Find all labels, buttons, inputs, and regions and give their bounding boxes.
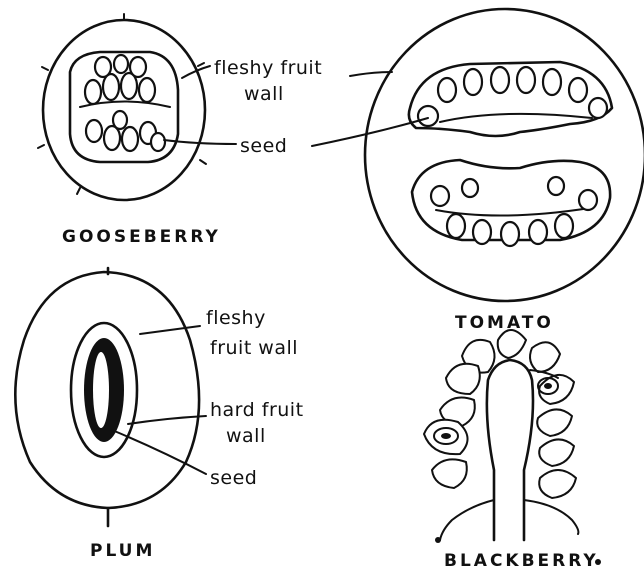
tomato-drawing	[312, 9, 644, 301]
plum-fleshy-label-2: fruit wall	[210, 337, 298, 359]
plum-caption: PLUM	[90, 541, 155, 561]
gooseberry-seed-label: seed	[240, 135, 287, 157]
gooseberry-fleshy-label-2: wall	[244, 83, 284, 105]
plum-seed-label: seed	[210, 467, 257, 489]
gooseberry-drawing	[38, 14, 236, 200]
plum-hard-label-1: hard fruit	[210, 399, 304, 421]
plum-hard-label-2: wall	[226, 425, 266, 447]
blackberry-caption: BLACKBERRY	[444, 551, 599, 569]
gooseberry-caption: GOOSEBERRY	[62, 227, 221, 247]
tomato-caption: TOMATO	[455, 313, 554, 333]
plum-drawing	[15, 268, 206, 526]
gooseberry-fleshy-label-1: fleshy fruit	[214, 57, 322, 79]
plum-fleshy-label-1: fleshy	[206, 307, 266, 329]
blackberry-drawing	[424, 330, 601, 565]
